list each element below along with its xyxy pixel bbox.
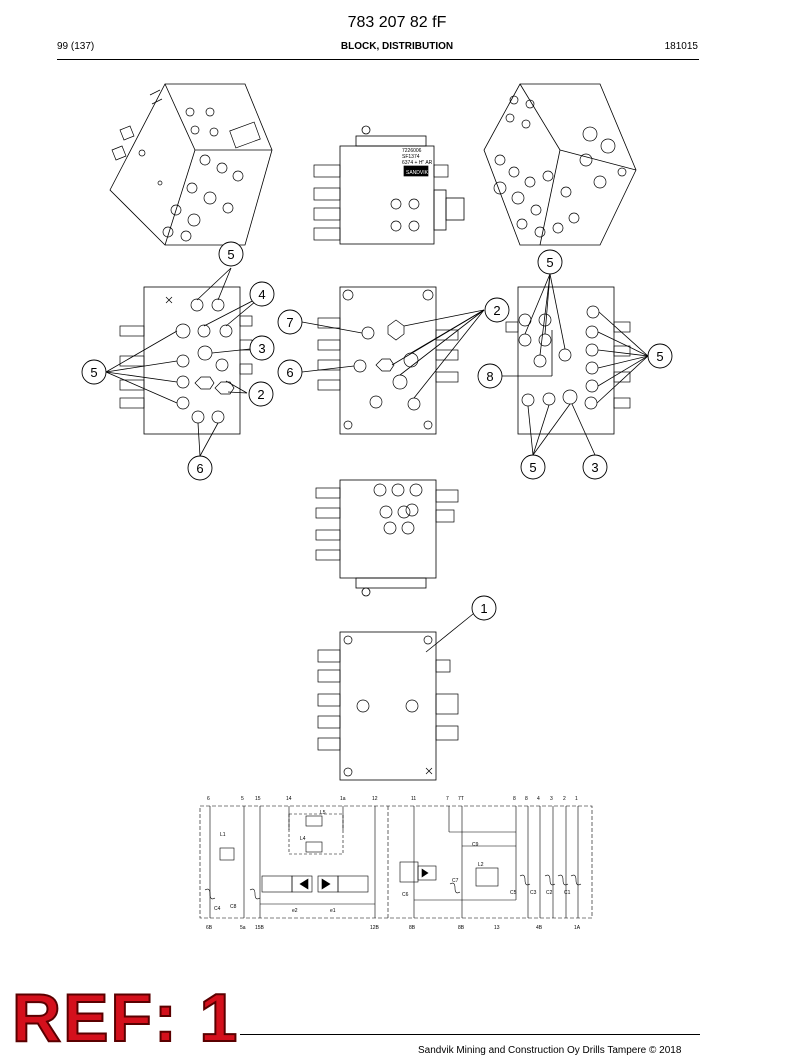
svg-text:6: 6	[286, 365, 293, 380]
port-label: 15B	[255, 925, 265, 931]
port-label: 5	[241, 796, 244, 802]
port-label: 7	[446, 796, 449, 802]
callout-2-center: 2	[484, 297, 510, 323]
svg-text:3: 3	[258, 341, 265, 356]
svg-text:5: 5	[656, 349, 663, 364]
port-label: 4B	[536, 925, 543, 931]
component-label: L4	[300, 836, 306, 842]
svg-text:6: 6	[196, 461, 203, 476]
port-label: 5a	[240, 925, 246, 931]
callout-5-bottom-right: 5	[520, 454, 546, 480]
component-label: L5	[320, 810, 326, 816]
svg-text:3: 3	[591, 460, 598, 475]
callout-8: 8	[477, 363, 503, 389]
callout-group: 5 4 3 5 2 6 7 6	[81, 241, 673, 621]
hydraulic-schematic: 6 5 15 14 1a 12 11 7 7T 8 8 4 3 2 1 6B 5…	[199, 796, 593, 931]
port-label: 8B	[458, 925, 465, 931]
callout-3-left: 3	[249, 335, 275, 361]
port-label: 14	[286, 796, 292, 802]
callout-5-left: 5	[81, 359, 107, 385]
plate-marking-3: 6374 + H" AR	[402, 160, 433, 166]
ref-stamp: REF: 1	[11, 980, 240, 1056]
page-title: BLOCK, DISTRIBUTION	[340, 41, 454, 52]
port-label: 4	[537, 796, 540, 802]
plate-brand: SANDVIK	[406, 170, 429, 176]
footer-copyright: Sandvik Mining and Construction Oy Drill…	[418, 1045, 682, 1056]
plate-marking-2: SF1374	[402, 154, 420, 160]
front-view-top: 7226006 SF1374 6374 + H" AR SANDVIK	[313, 125, 465, 245]
svg-text:5: 5	[546, 255, 553, 270]
svg-text:5: 5	[529, 460, 536, 475]
port-label: 8	[513, 796, 516, 802]
front-view-bottom	[317, 631, 459, 781]
component-label: L2	[478, 862, 484, 868]
callout-4: 4	[249, 281, 275, 307]
port-label: 8	[525, 796, 528, 802]
component-label: L1	[220, 832, 226, 838]
leader-lines	[105, 267, 649, 653]
callout-5-top-right: 5	[537, 249, 563, 275]
revision-date: 181015	[664, 41, 698, 52]
header-rule	[57, 59, 699, 60]
component-label: C7	[452, 878, 459, 884]
svg-text:1: 1	[480, 601, 487, 616]
port-label: 15	[255, 796, 261, 802]
side-view-center	[317, 286, 459, 435]
port-label: 6	[207, 796, 210, 802]
footer-rule	[240, 1034, 700, 1035]
isometric-view-right	[483, 83, 637, 246]
port-label: 11	[411, 796, 416, 802]
port-label: 12	[372, 796, 378, 802]
page-number: 99 (137)	[57, 41, 95, 52]
component-label: C5	[510, 890, 517, 896]
port-label: 8B	[409, 925, 416, 931]
port-label: 1	[575, 796, 578, 802]
callout-5-right: 5	[647, 343, 673, 369]
callout-5-top-left: 5	[218, 241, 244, 267]
isometric-view-left	[109, 83, 273, 246]
port-label: 13	[494, 925, 500, 931]
component-label: C9	[472, 842, 479, 848]
port-label: 2	[563, 796, 566, 802]
component-label: e2	[292, 908, 298, 914]
front-view-lower	[315, 479, 459, 597]
port-label: 12B	[370, 925, 380, 931]
port-label: 7T	[458, 796, 464, 802]
plate-marking-1: 7226006	[402, 148, 422, 154]
callout-6-center: 6	[277, 359, 303, 385]
port-label: 1a	[340, 796, 346, 802]
svg-text:7: 7	[286, 315, 293, 330]
document-number: 783 207 82 fF	[347, 14, 447, 31]
port-label: 6B	[206, 925, 213, 931]
callout-6-left: 6	[187, 455, 213, 481]
component-label: C2	[546, 890, 553, 896]
callout-2-left: 2	[248, 381, 274, 407]
svg-text:5: 5	[227, 247, 234, 262]
side-view-right	[505, 286, 631, 435]
port-label: 1A	[574, 925, 581, 931]
component-label: C4	[214, 906, 221, 912]
callout-1: 1	[471, 595, 497, 621]
callout-7: 7	[277, 309, 303, 335]
svg-text:2: 2	[493, 303, 500, 318]
side-view-left	[119, 286, 253, 435]
svg-text:5: 5	[90, 365, 97, 380]
svg-text:8: 8	[486, 369, 493, 384]
component-label: e1	[330, 908, 336, 914]
component-label: C6	[402, 892, 409, 898]
component-label: C3	[530, 890, 537, 896]
component-label: C8	[230, 904, 237, 910]
svg-text:2: 2	[257, 387, 264, 402]
callout-3-right: 3	[582, 454, 608, 480]
port-label: 3	[550, 796, 553, 802]
component-label: C1	[564, 890, 571, 896]
svg-text:4: 4	[258, 287, 265, 302]
